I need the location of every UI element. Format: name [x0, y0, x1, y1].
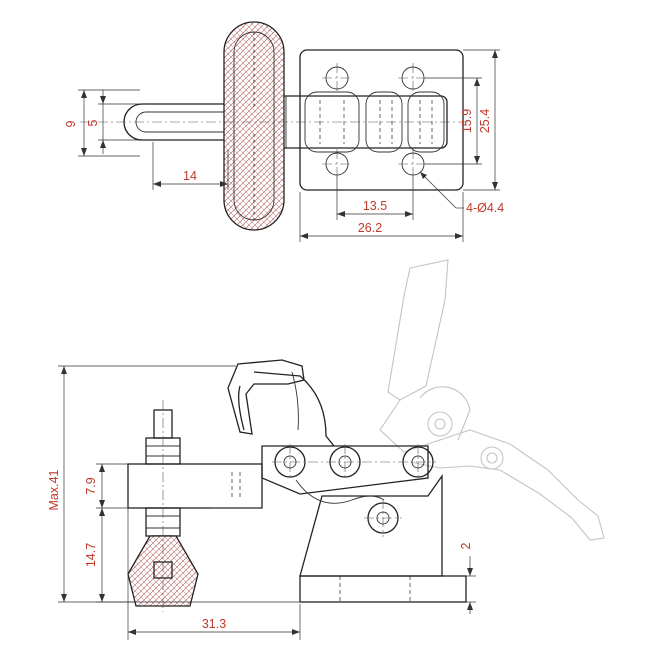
hole-callout: 4-Ø4.4 — [419, 171, 504, 215]
dim-7-9: 7.9 — [84, 463, 128, 509]
dim-2: 2 — [459, 542, 476, 614]
hole-callout-label: 4-Ø4.4 — [466, 201, 504, 215]
dim-14-label: 14 — [183, 169, 197, 183]
dim-25-4-label: 25.4 — [478, 109, 492, 133]
dim-9: 9 — [64, 89, 140, 157]
dim-13-5: 13.5 — [336, 176, 414, 220]
handle-grip — [223, 21, 285, 231]
dim-9-label: 9 — [64, 120, 78, 127]
dim-14: 14 — [152, 142, 229, 190]
dim-13-5-label: 13.5 — [363, 199, 387, 213]
clamp-arm — [127, 463, 263, 509]
dim-15-9: 15.9 — [425, 77, 482, 165]
dim-max-41-label: Max.41 — [47, 469, 61, 510]
side-view: Max.41 7.9 14.7 2 — [47, 259, 605, 640]
top-view-handle-grip — [223, 21, 285, 231]
top-view-mounting-holes — [322, 63, 428, 179]
dim-26-2: 26.2 — [299, 192, 464, 242]
open-position-ghost — [379, 259, 605, 541]
dim-31-3-label: 31.3 — [202, 617, 226, 631]
hinge-barrel — [365, 91, 403, 153]
spindle-assembly — [127, 400, 199, 612]
dim-5: 5 — [86, 90, 140, 154]
side-body — [299, 473, 443, 577]
top-view: 9 5 14 13.5 — [64, 21, 504, 242]
dim-31-3: 31.3 — [127, 508, 301, 640]
dim-25-4: 25.4 — [463, 49, 500, 191]
side-handle — [227, 359, 335, 447]
dim-15-9-label: 15.9 — [460, 109, 474, 133]
dim-5-label: 5 — [86, 119, 100, 126]
dim-2-label: 2 — [459, 542, 473, 549]
top-view-base-plate — [299, 49, 464, 191]
dim-7-9-label: 7.9 — [84, 477, 98, 494]
dim-14-7-label: 14.7 — [84, 543, 98, 567]
side-handle-grip — [227, 359, 305, 435]
side-base-plate — [299, 575, 467, 603]
dim-14-7: 14.7 — [84, 508, 136, 603]
dim-26-2-label: 26.2 — [358, 221, 382, 235]
